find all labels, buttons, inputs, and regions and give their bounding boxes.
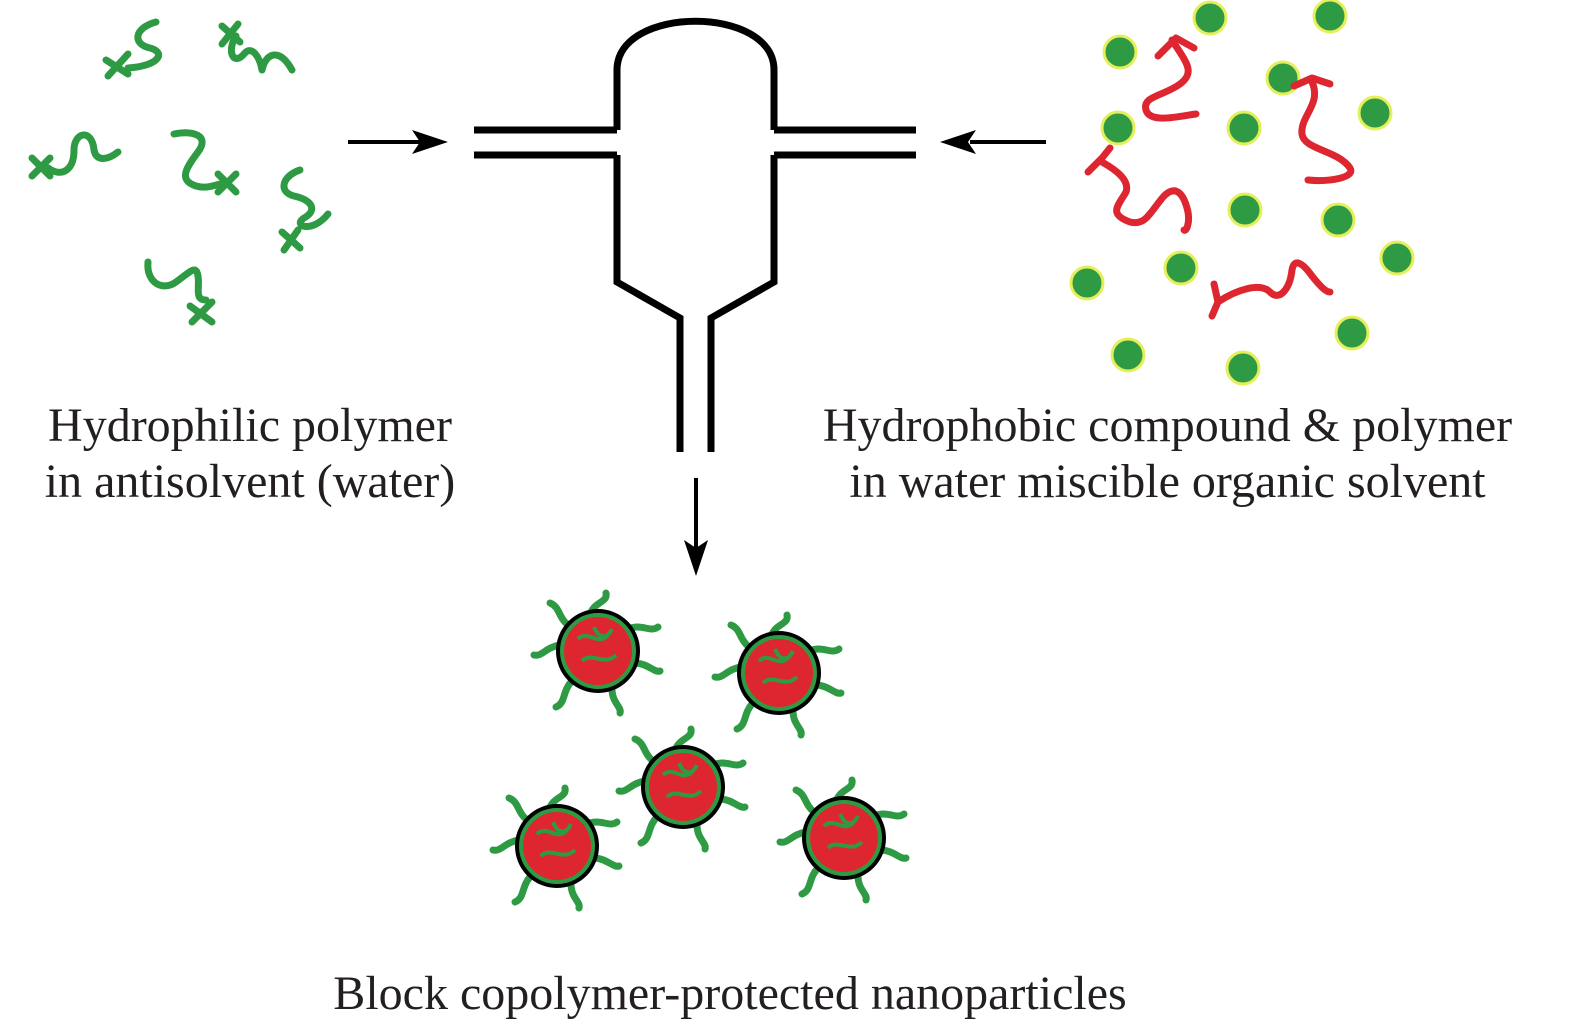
- compound-dot: [1227, 192, 1263, 228]
- nanoparticle: [615, 725, 749, 853]
- caption-line: Block copolymer-protected nanoparticles: [333, 967, 1127, 1020]
- hydrophobic-compound-dots: [1069, 0, 1415, 386]
- hydrophilic-chain: [170, 129, 240, 196]
- mixing-chamber: [474, 17, 916, 452]
- compound-dot: [1320, 202, 1356, 238]
- hydrophilic-chain: [144, 258, 216, 326]
- nanoparticle: [530, 589, 664, 717]
- nanoparticle: [776, 776, 910, 904]
- compound-dot: [1226, 110, 1262, 146]
- hydrophilic-chain: [28, 131, 122, 180]
- nanoparticle: [489, 784, 623, 912]
- nanoparticles: [489, 589, 910, 912]
- compound-dot: [1379, 240, 1415, 276]
- chamber-dome: [613, 17, 778, 130]
- compound-dot: [1312, 0, 1348, 34]
- hydrophilic-chain: [218, 20, 296, 74]
- hydrophilic-chain: [278, 166, 332, 254]
- compound-dot: [1357, 95, 1393, 131]
- hydrophilic-polymer-caption: Hydrophilic polymer in antisolvent (wate…: [0, 398, 500, 510]
- hydrophilic-polymers: [28, 18, 332, 326]
- compound-dot: [1102, 34, 1138, 70]
- compound-dot: [1163, 250, 1199, 286]
- compound-dot: [1192, 0, 1228, 36]
- hydrophobic-polymers: [1084, 34, 1355, 320]
- nanoparticles-caption: Block copolymer-protected nanoparticles: [230, 966, 1230, 1022]
- compound-dot: [1225, 350, 1261, 386]
- nanoparticle: [711, 611, 845, 739]
- caption-line: in antisolvent (water): [44, 455, 456, 508]
- compound-dot: [1100, 110, 1136, 146]
- caption-line: in water miscible organic solvent: [849, 455, 1486, 508]
- arrow-left-to-mixer: [348, 130, 448, 154]
- caption-line: Hydrophilic polymer: [48, 399, 452, 452]
- compound-dot: [1069, 265, 1105, 301]
- hydrophobic-chain: [1084, 144, 1192, 234]
- chamber-lower-left: [613, 155, 684, 452]
- hydrophobic-chain: [1142, 34, 1200, 122]
- hydrophilic-chain: [102, 18, 163, 80]
- compound-dot: [1110, 337, 1146, 373]
- hydrophobic-chain: [1290, 74, 1355, 184]
- compound-dot: [1334, 315, 1370, 351]
- hydrophobic-chain: [1208, 259, 1334, 320]
- caption-line: Hydrophobic compound & polymer: [822, 399, 1513, 452]
- arrow-mixer-to-output: [684, 478, 708, 576]
- hydrophobic-compound-caption: Hydrophobic compound & polymer in water …: [760, 398, 1575, 510]
- chamber-lower-right: [707, 155, 778, 452]
- arrow-right-to-mixer: [940, 130, 1046, 154]
